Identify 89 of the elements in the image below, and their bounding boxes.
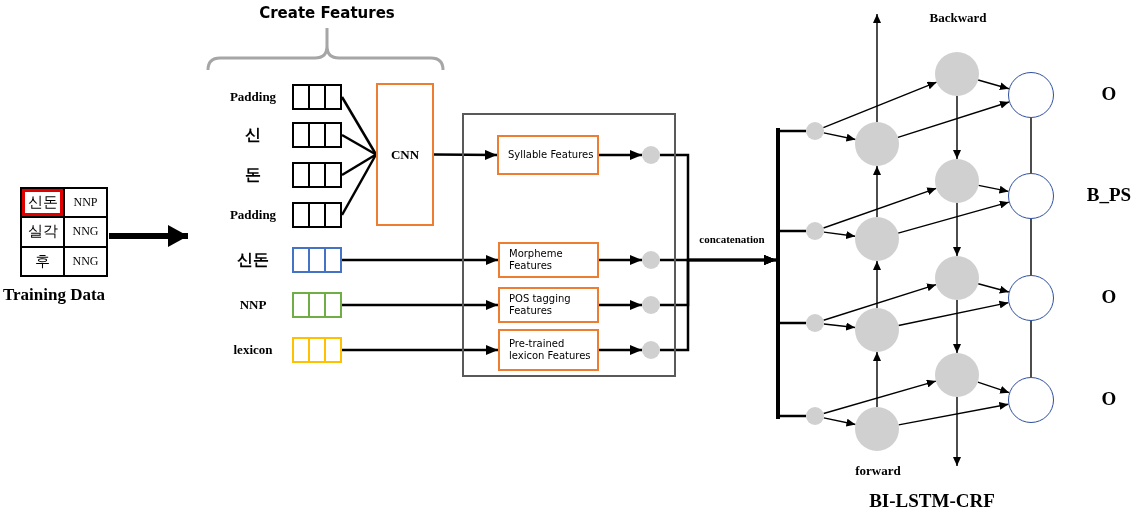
connector-line [341, 133, 377, 156]
arrow [873, 351, 881, 408]
heading-label: Backward [928, 10, 988, 26]
arrow [660, 255, 776, 352]
arrow [434, 149, 497, 160]
feature-box: Syllable Features [497, 135, 599, 175]
lstm-cell [935, 159, 979, 203]
row-label: 돈 [244, 164, 262, 186]
output-label: O [1100, 286, 1118, 308]
arrow [599, 255, 642, 265]
input-dot [806, 222, 824, 240]
arrow [342, 300, 498, 310]
arrow [822, 283, 937, 321]
lstm-cell [935, 52, 979, 96]
node-label: Training Data [1, 285, 107, 305]
input-dot [806, 314, 824, 332]
arrow [897, 300, 1010, 327]
arrow [823, 231, 856, 239]
connector-line [780, 129, 806, 133]
group-box [462, 113, 676, 377]
arrow [977, 79, 1010, 91]
feature-box: Morpheme Features [498, 242, 599, 278]
input-dot [806, 407, 824, 425]
arrow [599, 345, 642, 355]
connector-line [341, 153, 377, 177]
row-label: 신 [244, 124, 262, 146]
arrow [897, 200, 1010, 234]
arrow [977, 184, 1010, 194]
input-dot [642, 296, 660, 314]
row-label: Padding [228, 88, 278, 106]
table-cell: 실각 [21, 217, 64, 247]
connector-line [1030, 117, 1032, 174]
input-dot [642, 251, 660, 269]
table-cell: NNG [64, 217, 107, 247]
arrow [823, 417, 857, 427]
output-label: O [1100, 83, 1118, 105]
table-cell: 신돈 [21, 188, 64, 218]
bar [776, 128, 780, 419]
arrow [109, 225, 188, 247]
arrow [873, 165, 881, 218]
arrow [823, 132, 857, 142]
heading-label: Create Features [258, 4, 396, 22]
connector-line [780, 414, 806, 418]
row-label: Padding [228, 206, 278, 224]
table-cell: NNG [64, 246, 107, 276]
arrow [977, 283, 1010, 294]
lstm-cell [935, 256, 979, 300]
arrow [977, 381, 1010, 394]
table-cell: NNP [64, 188, 107, 218]
heading-label: BI-LSTM-CRF [868, 490, 996, 512]
process-box: CNN [376, 83, 434, 226]
row-label: NNP [238, 296, 268, 314]
arrow [953, 396, 961, 467]
arrow [342, 255, 498, 265]
connector-line [1030, 218, 1032, 276]
feature-box: Pre-trained lexicon Features [498, 329, 599, 371]
lstm-cell [855, 217, 899, 261]
arrow [953, 95, 961, 160]
output-label: B_PS [1085, 184, 1131, 206]
row-label: lexicon [232, 341, 274, 359]
arrow [953, 299, 961, 354]
arrow [873, 260, 881, 309]
arrow [599, 300, 642, 310]
lstm-cell [855, 407, 899, 451]
arrow [873, 13, 881, 123]
input-dot [642, 146, 660, 164]
arrow [822, 81, 938, 129]
input-dot [642, 341, 660, 359]
lstm-cell [935, 353, 979, 397]
arrow [342, 345, 498, 355]
connector-line [780, 229, 806, 233]
arrow [897, 100, 1010, 139]
edge-label: concatenation [697, 233, 767, 245]
arrow [599, 150, 642, 160]
output-label: O [1100, 388, 1118, 410]
connector-line [1030, 320, 1032, 378]
arrow [897, 402, 1010, 426]
feature-box: POS tagging Features [498, 287, 599, 323]
arrow [822, 187, 937, 229]
heading-label: forward [854, 463, 902, 479]
lstm-cell [855, 122, 899, 166]
arrow [823, 322, 856, 331]
connector-line [780, 321, 806, 325]
table-cell: 후 [21, 246, 64, 276]
lstm-cell [855, 308, 899, 352]
row-label: 신돈 [236, 249, 270, 271]
input-dot [806, 122, 824, 140]
arrow [953, 202, 961, 257]
arrow [822, 379, 937, 415]
